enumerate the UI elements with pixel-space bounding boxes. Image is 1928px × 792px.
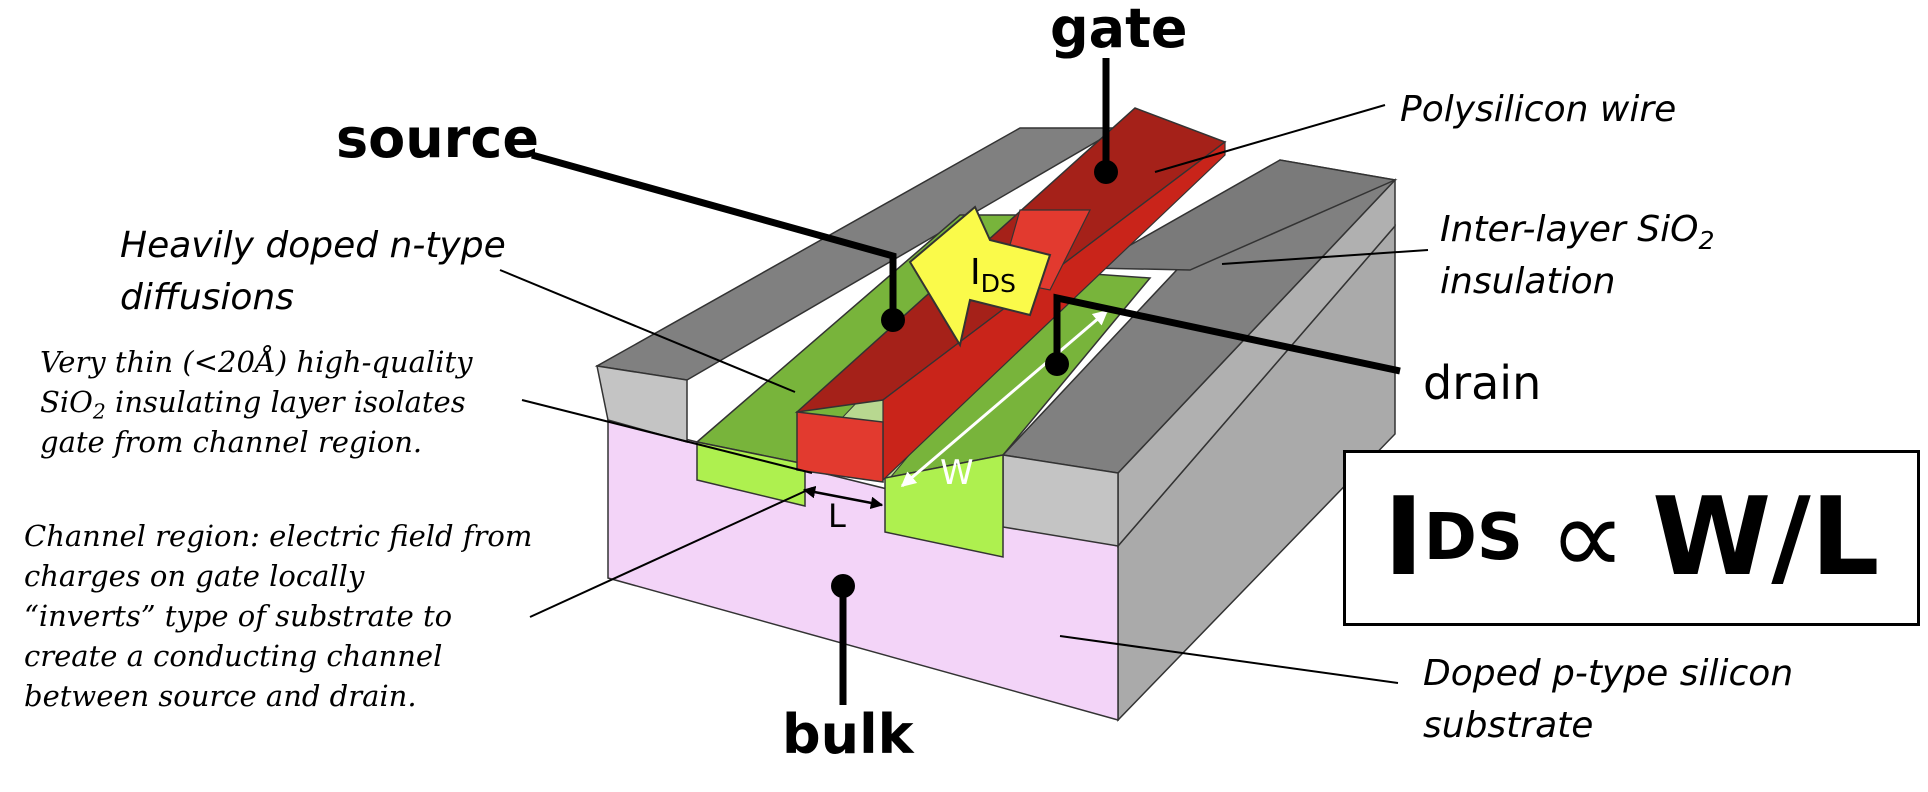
current-label-sub: DS xyxy=(980,269,1017,299)
formula-ratio: W/L xyxy=(1652,475,1880,600)
length-dimension-arrow xyxy=(802,485,884,510)
polysilicon-label: Polysilicon wire xyxy=(1400,89,1677,130)
channel-note-line4: create a conducting channel xyxy=(24,639,443,673)
width-label: W xyxy=(940,453,974,493)
diffusions-label-line2: diffusions xyxy=(120,277,295,318)
channel-note-line5: between source and drain. xyxy=(24,679,417,713)
channel-note-line2: charges on gate locally xyxy=(24,559,365,593)
source-contact-dot xyxy=(881,308,905,332)
channel-leader xyxy=(529,487,813,618)
current-label: IDS xyxy=(970,252,1017,299)
oxide-note-line3: gate from channel region. xyxy=(40,425,423,459)
oxide-note-sub: 2 xyxy=(92,399,106,424)
interlayer-label-line2: insulation xyxy=(1440,261,1616,302)
interlayer-label-sub: 2 xyxy=(1698,226,1715,256)
source-lead xyxy=(531,151,897,320)
interlayer-leader xyxy=(1221,249,1429,265)
bulk-terminal-label: bulk xyxy=(782,703,914,766)
diffusions-leader xyxy=(499,269,796,393)
formula-proportional-symbol: ∝ xyxy=(1548,475,1627,600)
current-label-main: I xyxy=(970,252,981,293)
oxide-right-top-far xyxy=(1087,159,1398,271)
oxide-note-line2: SiO2 insulating layer isolates xyxy=(40,382,466,431)
gate-poly-front xyxy=(796,411,884,483)
oxide-note-line1: Very thin (<20Å) high-quality xyxy=(40,345,473,379)
interlayer-label-line1: Inter-layer SiO2 xyxy=(1440,204,1715,267)
drain-contact-dot xyxy=(1045,352,1069,376)
oxide-note-sio: SiO xyxy=(40,385,93,419)
oxide-leader xyxy=(521,399,813,474)
drain-terminal-label: drain xyxy=(1423,356,1542,410)
gate-contact-dot xyxy=(1094,160,1118,184)
width-dimension-arrow xyxy=(900,309,1109,488)
diffusions-label-line1: Heavily doped n-type xyxy=(120,225,506,266)
current-direction-arrow xyxy=(908,205,1052,348)
bulk-contact-dot xyxy=(831,574,855,598)
source-terminal-label: source xyxy=(336,107,539,170)
interlayer-label-text: Inter-layer SiO xyxy=(1440,209,1699,250)
substrate-label-line2: substrate xyxy=(1423,705,1594,746)
polysilicon-leader xyxy=(1154,104,1386,173)
oxide-note-rest: insulating layer isolates xyxy=(105,385,466,419)
formula-current-sub: DS xyxy=(1423,501,1523,575)
gate-terminal-label: gate xyxy=(1050,0,1188,60)
drain-lead xyxy=(1053,293,1401,375)
channel-note-line1: Channel region: electric field from xyxy=(24,519,533,553)
substrate-label-line1: Doped p-type silicon xyxy=(1423,653,1794,694)
length-label: L xyxy=(828,497,846,535)
substrate-leader xyxy=(1059,635,1399,684)
channel-note-line3: “inverts” type of substrate to xyxy=(24,599,453,633)
formula-current: I xyxy=(1383,475,1424,600)
